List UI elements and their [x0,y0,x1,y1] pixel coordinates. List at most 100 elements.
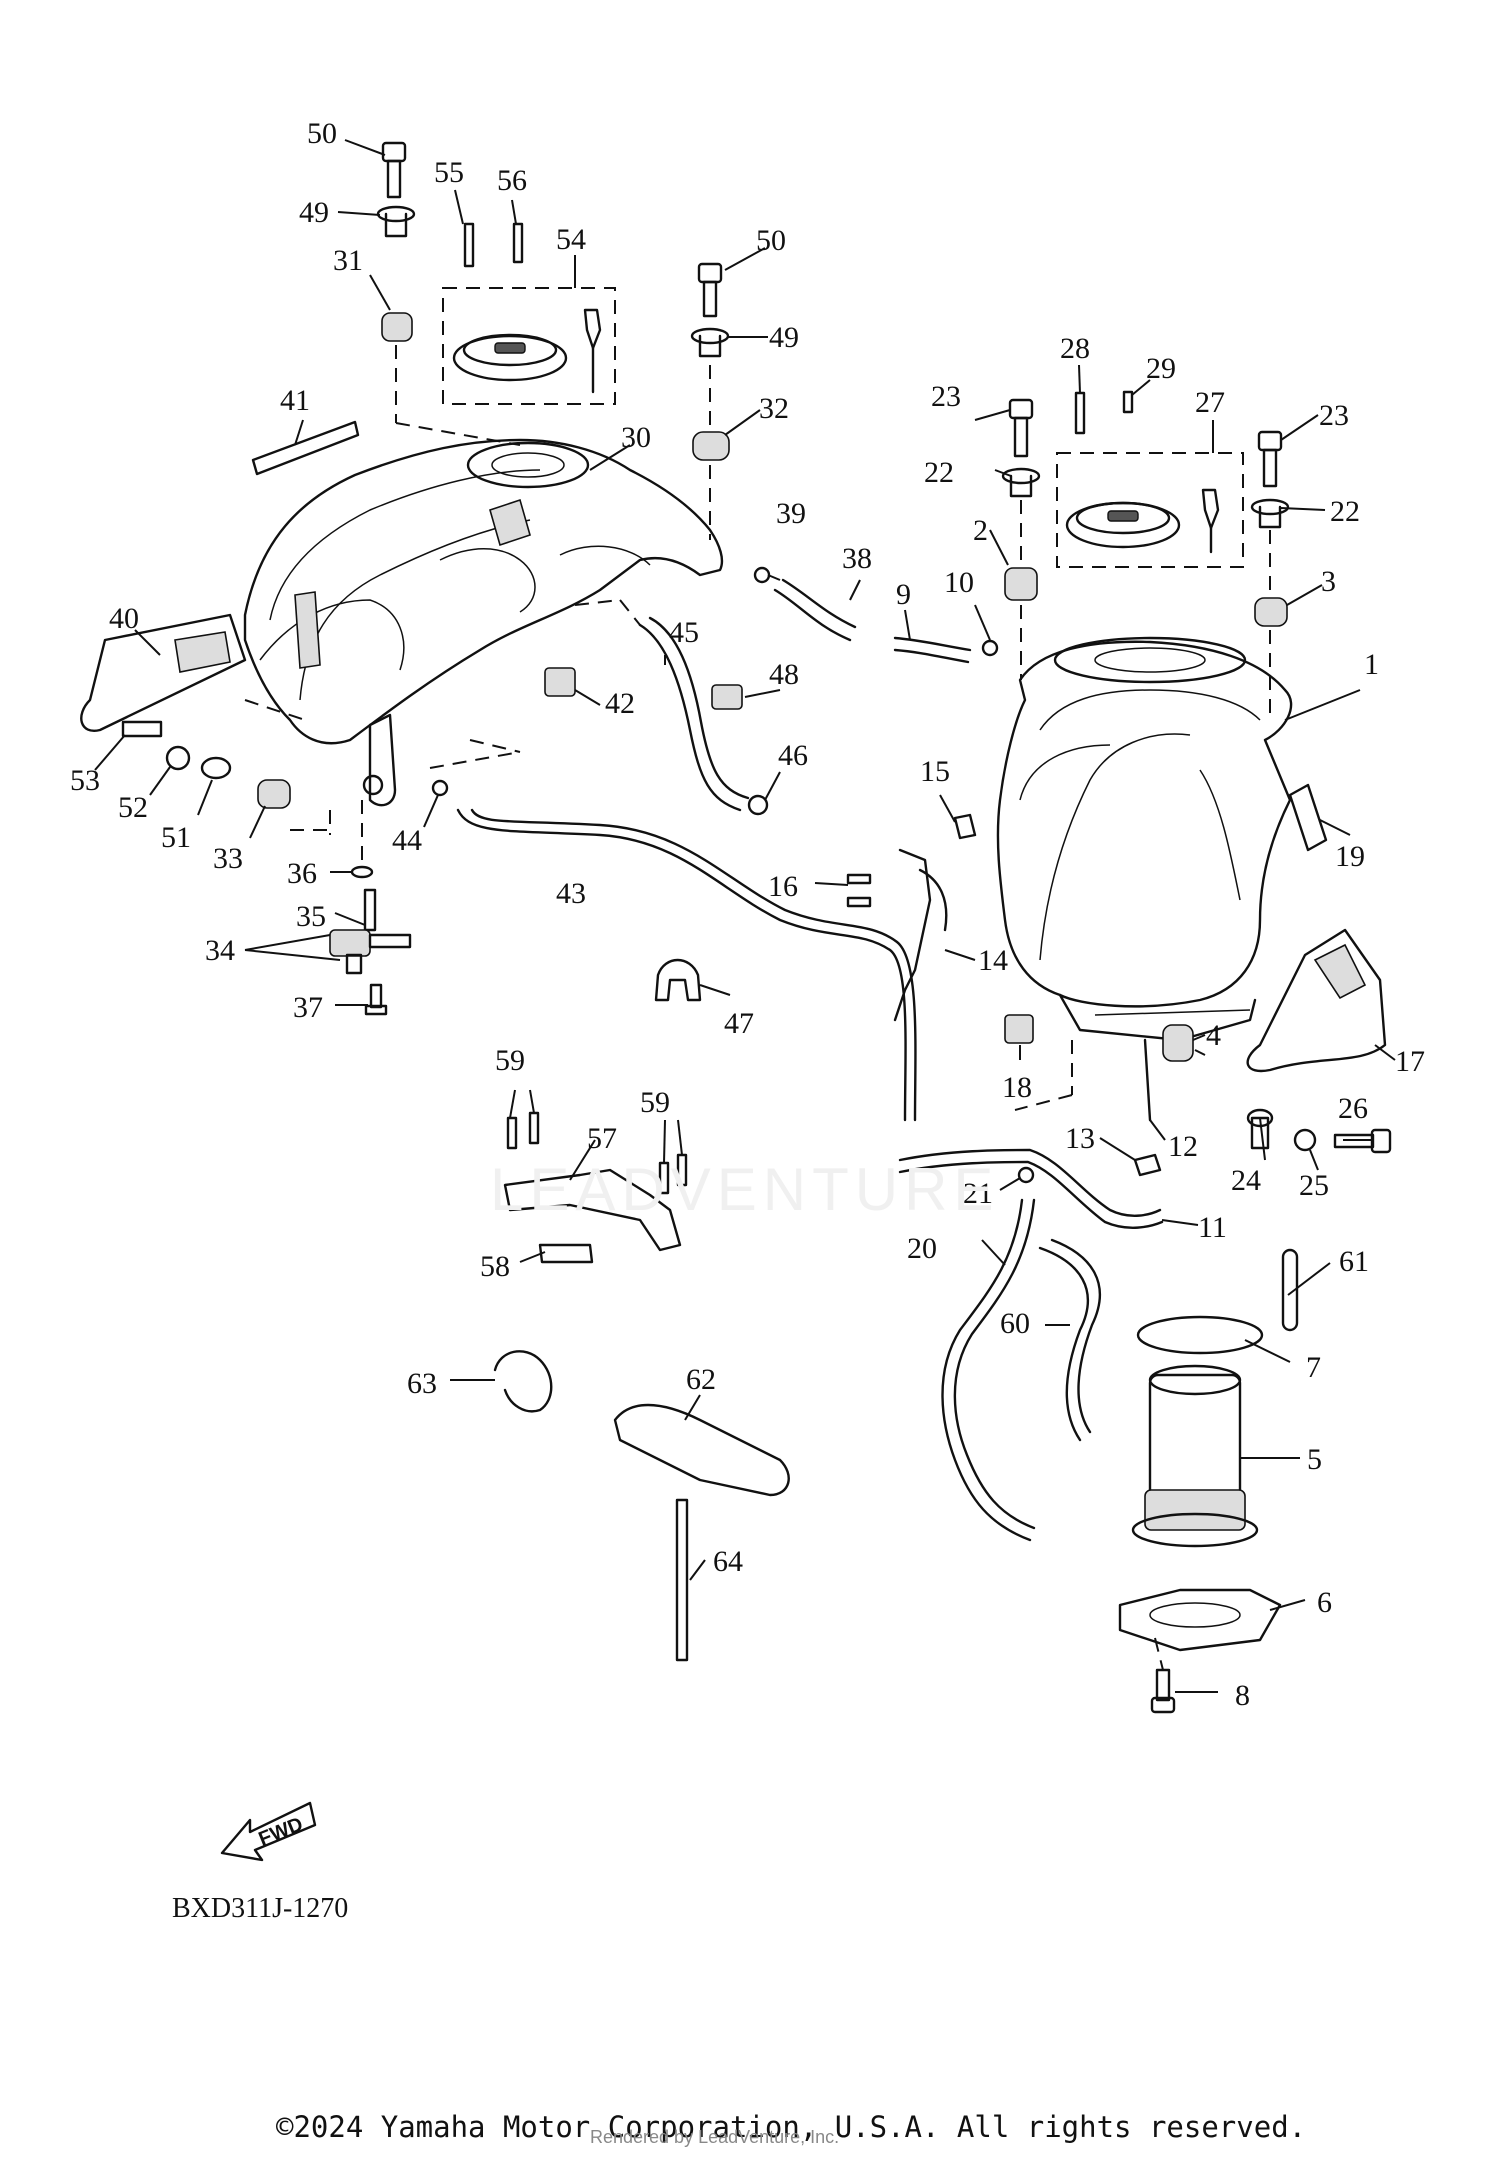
callout-63: 63 [407,1367,437,1400]
diagram-code: BXD311J-1270 [172,1893,349,1924]
callout-18: 18 [1002,1071,1032,1104]
side-cover-17 [1246,928,1387,1073]
screw-29 [1122,390,1134,414]
callout-55: 55 [434,156,464,189]
fuel-pump-5 [1131,1364,1259,1548]
fuel-cock-34 [329,888,412,975]
hose-38 [773,578,857,642]
grommet-2 [1004,567,1038,601]
callout-3: 3 [1321,565,1336,598]
hose-11 [898,1148,1164,1229]
clamp-42 [544,667,576,697]
renderer-credit: Rendered by LeadVenture, Inc. [590,2127,840,2147]
callout-23-right: 23 [1319,399,1349,432]
callout-5: 5 [1307,1443,1322,1476]
grommet-31 [381,312,413,342]
clip-46 [747,794,769,816]
callout-20: 20 [907,1232,937,1265]
callout-32: 32 [759,392,789,425]
hose-60 [1038,1238,1102,1442]
callout-56: 56 [497,164,527,197]
clip-39 [753,566,771,584]
callout-62: 62 [686,1363,716,1396]
callout-15: 15 [920,755,950,788]
fwd-arrow-icon: FWD [220,1801,317,1862]
screw-37 [364,983,388,1016]
callout-33: 33 [213,842,243,875]
watermark-logo: LEADVENTURE [490,1156,1000,1223]
hose-43 [456,808,917,1122]
collar-49-right [690,327,730,358]
callout-48: 48 [769,658,799,691]
tank-cover-30 [243,438,724,807]
callout-51: 51 [161,821,191,854]
callout-19: 19 [1335,840,1365,873]
callout-30: 30 [621,421,651,454]
callout-9: 9 [896,578,911,611]
collar-51 [200,756,232,780]
callout-22-right: 22 [1330,495,1360,528]
callout-31: 31 [333,244,363,277]
collar-49-left [376,205,416,238]
clip-21 [1017,1166,1035,1184]
bolt-23-right [1257,430,1283,488]
callout-11: 11 [1198,1211,1227,1244]
callout-12: 12 [1168,1130,1198,1163]
fwd-label: FWD [256,1813,306,1850]
callout-34: 34 [205,934,235,967]
fuel-cap-assembly-27 [1056,452,1244,568]
band-61 [1281,1248,1299,1332]
callout-7: 7 [1306,1351,1321,1384]
callout-27: 27 [1195,386,1225,419]
callout-47: 47 [724,1007,754,1040]
callout-10: 10 [944,566,974,599]
fuel-sender-14 [893,848,948,1022]
alignment-lines [244,345,1271,1671]
callout-53: 53 [70,764,100,797]
callout-54: 54 [556,223,586,256]
callout-2: 2 [973,514,988,547]
callout-17: 17 [1395,1045,1425,1078]
callout-4: 4 [1206,1019,1221,1052]
clip-13 [1133,1153,1162,1177]
clip-10 [981,639,999,657]
strip-19 [1288,783,1328,852]
callout-61: 61 [1339,1245,1369,1278]
callout-58: 58 [480,1250,510,1283]
callout-14: 14 [978,944,1008,977]
callout-64: 64 [713,1545,743,1578]
cable-tie-64 [675,1498,689,1662]
clamp-48 [711,684,743,710]
bolt-53 [121,720,163,738]
screw-56 [512,222,524,264]
bolt-23-left [1008,398,1034,458]
collar-22-right [1250,498,1290,529]
grommet-33 [257,779,291,809]
callout-50-right: 50 [756,224,786,257]
washer-25 [1293,1128,1317,1152]
washer-52 [165,745,191,771]
callout-46: 46 [778,739,808,772]
callout-49-right: 49 [769,321,799,354]
callout-57: 57 [587,1122,617,1155]
collar-22-left [1001,467,1041,498]
callout-29: 29 [1146,352,1176,385]
callout-26: 26 [1338,1092,1368,1125]
callout-38: 38 [842,542,872,575]
gasket-6 [1118,1588,1282,1652]
o-ring-7 [1136,1315,1264,1355]
callout-24: 24 [1231,1164,1261,1197]
rod-12 [1143,1038,1152,1122]
grommet-3 [1254,597,1288,627]
callout-43: 43 [556,877,586,910]
hose-45 [638,616,750,812]
callout-40: 40 [109,602,139,635]
callout-49-left: 49 [299,196,329,229]
callout-1: 1 [1364,648,1379,681]
fuel-cap-assembly-54 [442,287,616,405]
callout-25: 25 [1299,1169,1329,1202]
hose-20 [941,1198,1036,1542]
callout-60: 60 [1000,1307,1030,1340]
callout-41: 41 [280,384,310,417]
callout-52: 52 [118,791,148,824]
